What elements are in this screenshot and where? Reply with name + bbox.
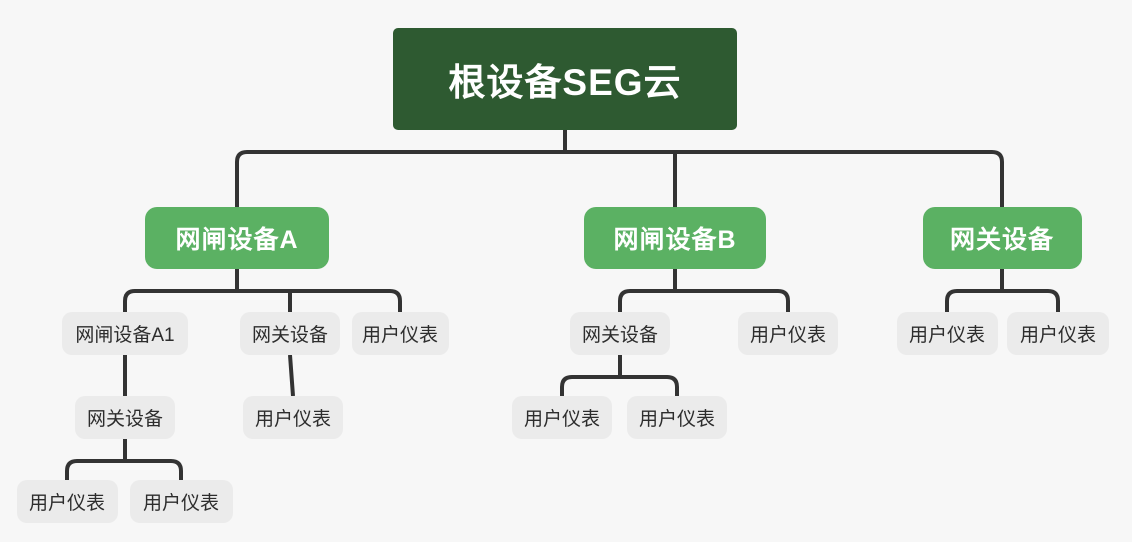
node-meter-b2[interactable]: 用户仪表 <box>627 396 727 439</box>
node-meter-g1[interactable]: 用户仪表 <box>896 312 998 355</box>
node-gatekeeper-a1[interactable]: 网闸设备A1 <box>62 312 188 355</box>
node-meter-a1a[interactable]: 用户仪表 <box>16 480 118 523</box>
node-gateway-a1[interactable]: 网关设备 <box>75 396 175 439</box>
node-gateway-b[interactable]: 网关设备 <box>570 312 670 355</box>
tree-connectors <box>65 130 1060 480</box>
node-meter-b[interactable]: 用户仪表 <box>738 312 838 355</box>
node-gateway-top[interactable]: 网关设备 <box>922 207 1082 269</box>
node-meter-g2[interactable]: 用户仪表 <box>1007 312 1109 355</box>
node-meter-b1[interactable]: 用户仪表 <box>512 396 612 439</box>
node-gatekeeper-a[interactable]: 网闸设备A <box>145 207 329 269</box>
node-meter-a2[interactable]: 用户仪表 <box>243 396 343 439</box>
node-meter-a[interactable]: 用户仪表 <box>351 312 449 355</box>
node-meter-a1b[interactable]: 用户仪表 <box>129 480 233 523</box>
node-gatekeeper-b[interactable]: 网闸设备B <box>584 207 766 269</box>
node-gateway-a[interactable]: 网关设备 <box>240 312 340 355</box>
node-root[interactable]: 根设备SEG云 <box>393 28 737 130</box>
